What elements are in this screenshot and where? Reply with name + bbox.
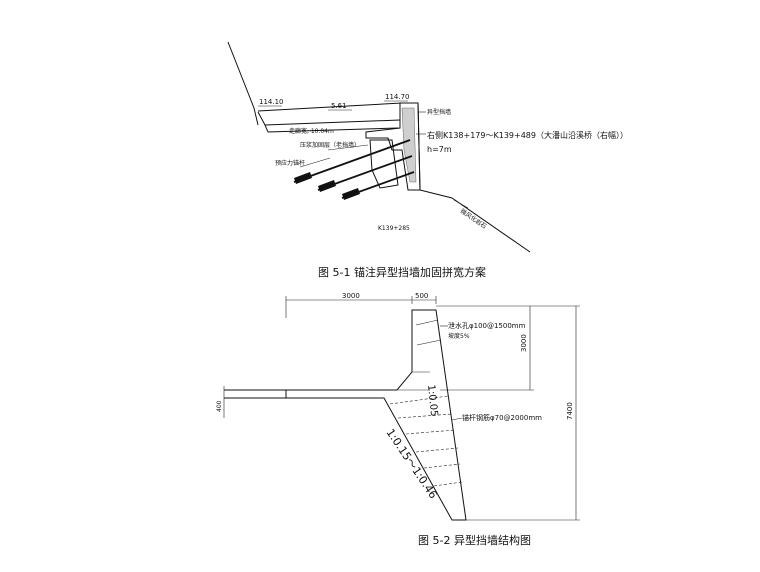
wall-anchors bbox=[389, 395, 463, 487]
wall-anchor-4 bbox=[415, 447, 459, 453]
label-reinforce: 压浆加固层（老挡墙） bbox=[300, 141, 360, 149]
label-anchor: 预应力锚杆 bbox=[275, 159, 305, 167]
dim-upper-height: 3000 bbox=[520, 334, 528, 352]
wall-anchor-3 bbox=[405, 429, 456, 435]
elev-right: 114.70 bbox=[385, 93, 410, 101]
slope-value: 5.61 bbox=[331, 102, 347, 110]
figure-5-1: 114.10 114.70 5.61 异型挡墙 走廊宽, bbox=[227, 41, 628, 279]
wall-concrete-hatch bbox=[401, 107, 417, 183]
label-range: 右侧K138+179～K139+489（大潘山沿溪桥（右幅）） bbox=[427, 130, 628, 140]
label-drain-upper: 泄水孔φ100@1500mm bbox=[448, 321, 526, 330]
figure1-caption: 图 5-1 锚注异型挡墙加固拼宽方案 bbox=[318, 265, 486, 279]
drain-pipe-2 bbox=[416, 339, 442, 346]
leader-rock bbox=[453, 199, 469, 209]
road-base bbox=[264, 119, 401, 126]
label-wall-slope: 1:0.05 bbox=[425, 384, 439, 417]
elev-left: 114.10 bbox=[259, 98, 284, 106]
label-rock: 微风化岩石 bbox=[459, 207, 488, 230]
road-base-lower bbox=[267, 127, 399, 133]
anchor-1-bond bbox=[294, 172, 312, 184]
label-h: h=7m bbox=[427, 145, 452, 154]
wall-anchor-1 bbox=[389, 395, 449, 405]
anchor-1 bbox=[293, 139, 411, 183]
label-drain-upper2: 坡度5% bbox=[448, 332, 470, 340]
dim-top-width: 3000 bbox=[342, 292, 360, 300]
wall-anchor-5 bbox=[423, 463, 461, 469]
rock-surface-line bbox=[419, 189, 531, 253]
wall-anchor-2 bbox=[397, 413, 453, 419]
leader-anchor bbox=[299, 157, 331, 168]
figure2-caption: 图 5-2 异型挡墙结构图 bbox=[418, 533, 531, 547]
wall-section-outline bbox=[285, 309, 467, 521]
dim-total-height: 7400 bbox=[566, 402, 574, 420]
label-wall-type: 异型挡墙 bbox=[427, 108, 451, 116]
label-station: K139+285 bbox=[378, 225, 410, 232]
figure-5-2: 3000 500 3000 7400 400 bbox=[216, 292, 580, 547]
drain-pipe-1 bbox=[415, 319, 439, 326]
natural-slope-line bbox=[227, 41, 259, 126]
road-left-edge bbox=[257, 111, 269, 133]
leader-reinforce bbox=[327, 144, 369, 151]
wall-back-edge bbox=[417, 102, 421, 191]
anchor-2-bond bbox=[318, 180, 336, 192]
old-retaining-wall bbox=[369, 139, 399, 189]
dim-top-wall: 500 bbox=[415, 292, 428, 300]
dim-slab: 400 bbox=[216, 400, 223, 412]
wall-anchor-6 bbox=[433, 481, 463, 487]
anchor-3-bond bbox=[342, 188, 360, 200]
label-base-slope: 1:0.15～1:0.46 bbox=[384, 426, 440, 501]
leader-anchor-spec bbox=[451, 417, 463, 421]
anchor-group bbox=[293, 139, 415, 200]
label-lane-width: 走廊宽, 10.04m bbox=[289, 127, 334, 135]
road-surface bbox=[257, 102, 403, 112]
label-anchor-spec: 锚杆钢筋φ70@2000mm bbox=[462, 413, 542, 422]
